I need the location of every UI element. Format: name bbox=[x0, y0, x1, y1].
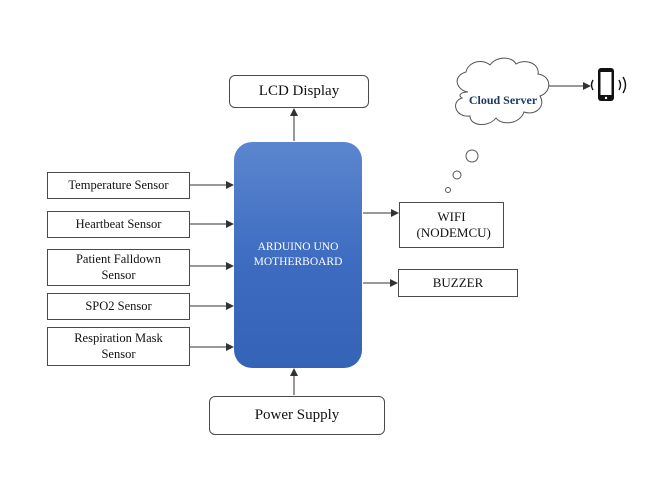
power-supply-box: Power Supply bbox=[209, 396, 385, 435]
spo2-sensor-box: SPO2 Sensor bbox=[47, 293, 190, 320]
respiration-mask-sensor-box: Respiration Mask Sensor bbox=[47, 327, 190, 366]
temperature-sensor-box: Temperature Sensor bbox=[47, 172, 190, 199]
cloud-server-label: Cloud Server bbox=[468, 93, 538, 107]
smartphone-icon bbox=[590, 68, 627, 101]
buzzer-box: BUZZER bbox=[398, 269, 518, 297]
controller-label: ARDUINO UNO MOTHERBOARD bbox=[253, 241, 343, 268]
lcd-display-box: LCD Display bbox=[229, 75, 369, 108]
bubble-large bbox=[465, 149, 479, 163]
bubble-small bbox=[445, 187, 451, 193]
wifi-nodemcu-box: WIFI (NODEMCU) bbox=[399, 202, 504, 248]
heartbeat-sensor-box: Heartbeat Sensor bbox=[47, 211, 190, 238]
cloud-shape bbox=[455, 57, 550, 125]
patient-falldown-sensor-box: Patient Falldown Sensor bbox=[47, 249, 190, 286]
bubble-medium bbox=[452, 170, 462, 180]
wifi-label: WIFI (NODEMCU) bbox=[416, 209, 491, 240]
arduino-uno-motherboard: ARDUINO UNO MOTHERBOARD bbox=[234, 142, 362, 368]
